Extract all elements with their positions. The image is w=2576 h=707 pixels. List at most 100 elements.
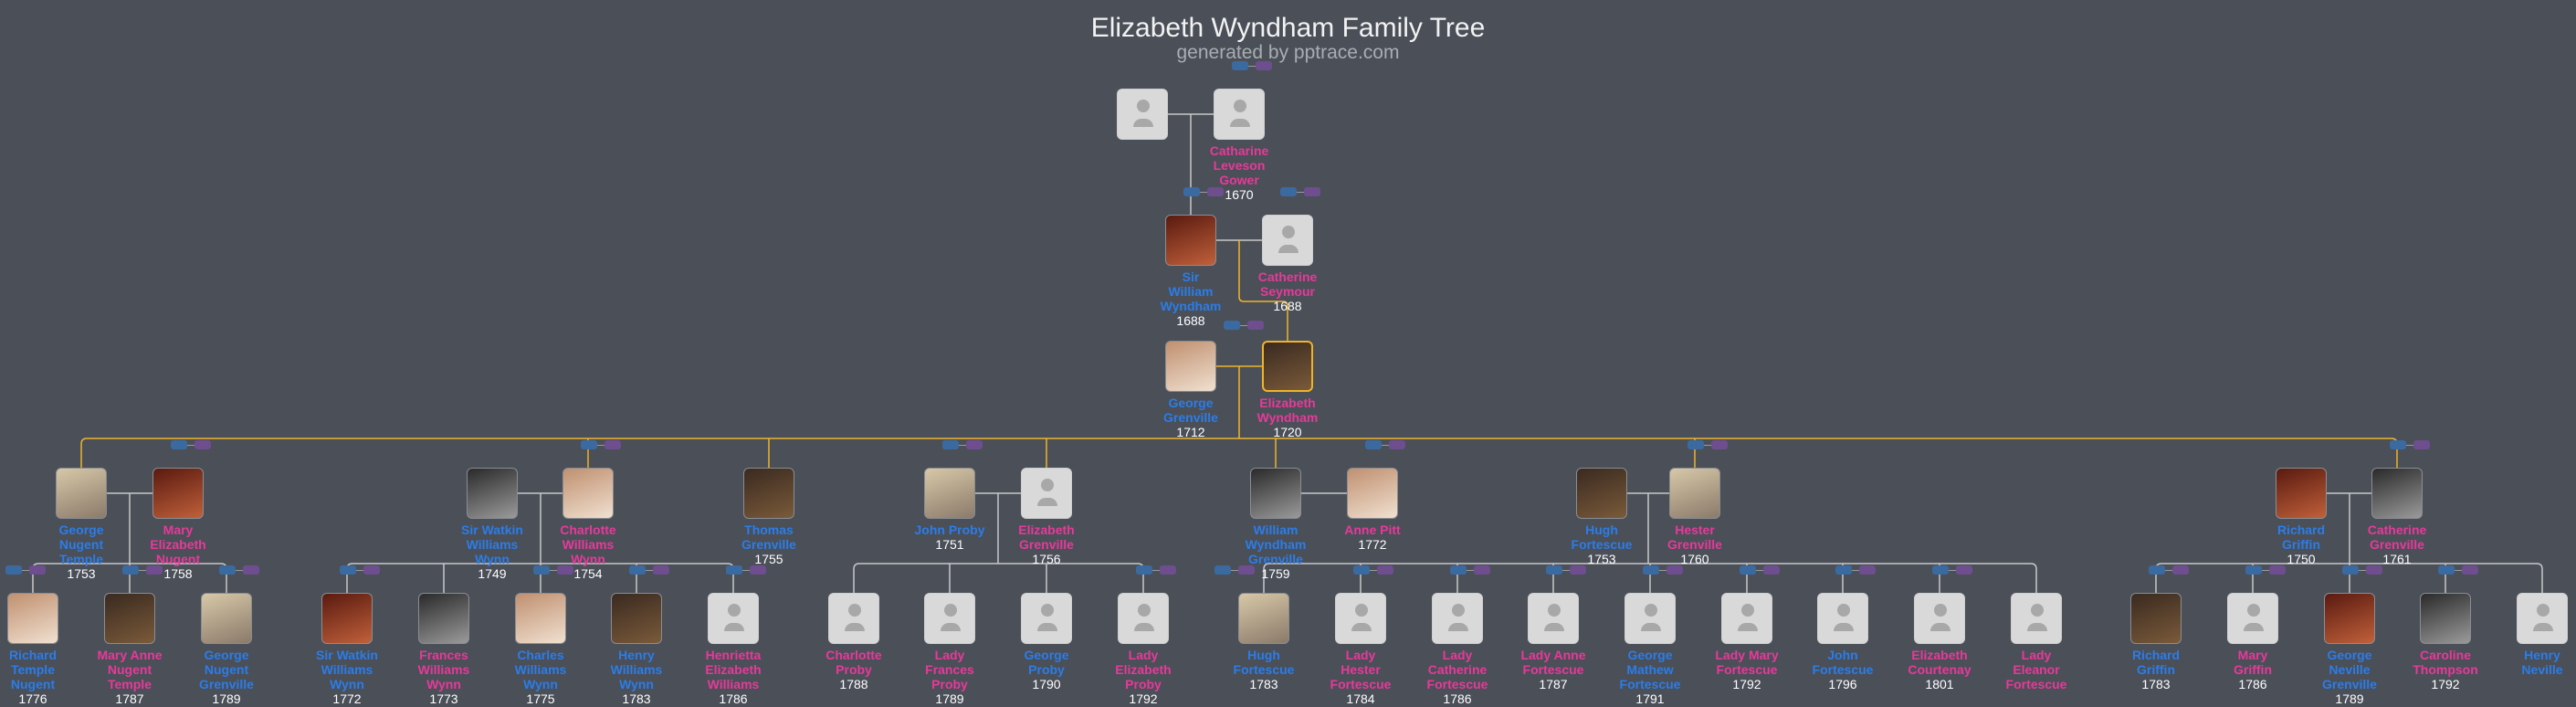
person-name[interactable]: Caroline Thompson <box>2413 648 2478 677</box>
add-mother-button[interactable] <box>1377 565 1393 575</box>
add-mother-button[interactable] <box>1256 61 1272 70</box>
person-name[interactable]: Catharine Leveson Gower <box>1209 143 1269 187</box>
person-name[interactable]: Elizabeth Wyndham <box>1256 396 1319 425</box>
person-placeholder[interactable] <box>1914 593 1965 644</box>
portrait-photo[interactable] <box>56 468 107 519</box>
person-placeholder[interactable] <box>1624 593 1676 644</box>
add-father-button[interactable] <box>1232 61 1248 70</box>
add-father-button[interactable] <box>1688 440 1704 449</box>
person-name[interactable]: Sir William Wyndham <box>1160 269 1222 313</box>
add-mother-button[interactable] <box>29 565 46 575</box>
person-placeholder[interactable] <box>1214 89 1265 140</box>
person-placeholder[interactable] <box>1021 593 1072 644</box>
person-name[interactable]: George Nugent Grenville <box>199 648 254 691</box>
add-father-button[interactable] <box>2438 565 2455 575</box>
add-mother-button[interactable] <box>966 440 983 449</box>
portrait-photo[interactable] <box>924 468 975 519</box>
person-name[interactable]: Charlotte Proby <box>825 648 882 677</box>
person-name[interactable]: George Nugent Temple <box>58 522 104 566</box>
portrait-photo[interactable] <box>201 593 252 644</box>
person-name[interactable]: Hugh Fortescue <box>1233 648 1295 677</box>
add-mother-button[interactable] <box>1474 565 1490 575</box>
portrait-photo[interactable] <box>104 593 155 644</box>
add-mother-button[interactable] <box>243 565 259 575</box>
person-name[interactable]: Elizabeth Courtenay <box>1908 648 1971 677</box>
add-father-button[interactable] <box>2342 565 2359 575</box>
portrait-photo[interactable] <box>1262 341 1313 392</box>
person-placeholder[interactable] <box>1721 593 1772 644</box>
add-father-button[interactable] <box>1280 187 1297 196</box>
person-name[interactable]: John Proby <box>914 522 985 537</box>
add-father-button[interactable] <box>629 565 646 575</box>
person-name[interactable]: Charlotte Williams Wynn <box>560 522 616 566</box>
add-father-button[interactable] <box>5 565 22 575</box>
add-father-button[interactable] <box>1932 565 1949 575</box>
add-father-button[interactable] <box>219 565 236 575</box>
person-name[interactable]: Lady Elizabeth Proby <box>1115 648 1172 691</box>
person-name[interactable]: Lady Catherine Fortescue <box>1426 648 1488 691</box>
person-placeholder[interactable] <box>2011 593 2062 644</box>
portrait-photo[interactable] <box>1250 468 1301 519</box>
person-placeholder[interactable] <box>1117 89 1168 140</box>
add-father-button[interactable] <box>942 440 959 449</box>
person-placeholder[interactable] <box>924 593 975 644</box>
person-name[interactable]: Charles Williams Wynn <box>514 648 567 691</box>
person-name[interactable]: William Wyndham Grenville <box>1245 522 1307 566</box>
add-father-button[interactable] <box>1183 187 1200 196</box>
person-name[interactable]: Anne Pitt <box>1344 522 1401 537</box>
person-name[interactable]: Richard Griffin <box>2276 522 2326 552</box>
add-father-button[interactable] <box>1224 321 1240 330</box>
person-placeholder[interactable] <box>2227 593 2278 644</box>
portrait-photo[interactable] <box>2420 593 2471 644</box>
add-father-button[interactable] <box>122 565 139 575</box>
person-name[interactable]: George Proby <box>1024 648 1069 677</box>
portrait-photo[interactable] <box>1347 468 1398 519</box>
add-mother-button[interactable] <box>363 565 380 575</box>
person-name[interactable]: Elizabeth Grenville <box>1018 522 1075 552</box>
person-placeholder[interactable] <box>2517 593 2568 644</box>
add-mother-button[interactable] <box>195 440 211 449</box>
portrait-photo[interactable] <box>611 593 662 644</box>
add-mother-button[interactable] <box>1859 565 1876 575</box>
add-father-button[interactable] <box>2149 565 2165 575</box>
add-mother-button[interactable] <box>2413 440 2430 449</box>
portrait-photo[interactable] <box>2276 468 2327 519</box>
person-name[interactable]: Richard Griffin <box>2131 648 2181 677</box>
portrait-photo[interactable] <box>321 593 373 644</box>
person-name[interactable]: Henrietta Elizabeth Williams <box>705 648 762 691</box>
person-name[interactable]: Henry Williams Wynn <box>610 648 663 691</box>
portrait-photo[interactable] <box>1576 468 1627 519</box>
add-mother-button[interactable] <box>2462 565 2478 575</box>
add-mother-button[interactable] <box>750 565 766 575</box>
person-name[interactable]: Mary Elizabeth Nugent <box>150 522 206 566</box>
add-mother-button[interactable] <box>1763 565 1780 575</box>
portrait-photo[interactable] <box>2130 593 2182 644</box>
person-placeholder[interactable] <box>1335 593 1386 644</box>
portrait-photo[interactable] <box>7 593 58 644</box>
person-name[interactable]: Richard Temple Nugent <box>8 648 58 691</box>
add-father-button[interactable] <box>1365 440 1382 449</box>
add-mother-button[interactable] <box>1247 321 1264 330</box>
add-father-button[interactable] <box>340 565 356 575</box>
person-name[interactable]: Frances Williams Wynn <box>417 648 470 691</box>
add-father-button[interactable] <box>1136 565 1152 575</box>
portrait-photo[interactable] <box>515 593 566 644</box>
add-mother-button[interactable] <box>1160 565 1176 575</box>
person-name[interactable]: George Mathew Fortescue <box>1619 648 1681 691</box>
add-father-button[interactable] <box>533 565 550 575</box>
add-mother-button[interactable] <box>1304 187 1320 196</box>
portrait-photo[interactable] <box>1165 215 1216 266</box>
add-father-button[interactable] <box>1740 565 1756 575</box>
add-father-button[interactable] <box>1546 565 1562 575</box>
person-placeholder[interactable] <box>708 593 759 644</box>
person-name[interactable]: Sir Watkin Williams Wynn <box>461 522 523 566</box>
add-mother-button[interactable] <box>1667 565 1683 575</box>
person-placeholder[interactable] <box>1528 593 1579 644</box>
add-father-button[interactable] <box>1835 565 1852 575</box>
add-mother-button[interactable] <box>1570 565 1586 575</box>
person-name[interactable]: Lady Anne Fortescue <box>1520 648 1586 677</box>
add-father-button[interactable] <box>1353 565 1370 575</box>
person-name[interactable]: Mary Anne Nugent Temple <box>97 648 163 691</box>
person-name[interactable]: Hester Grenville <box>1667 522 1722 552</box>
portrait-photo[interactable] <box>1238 593 1289 644</box>
